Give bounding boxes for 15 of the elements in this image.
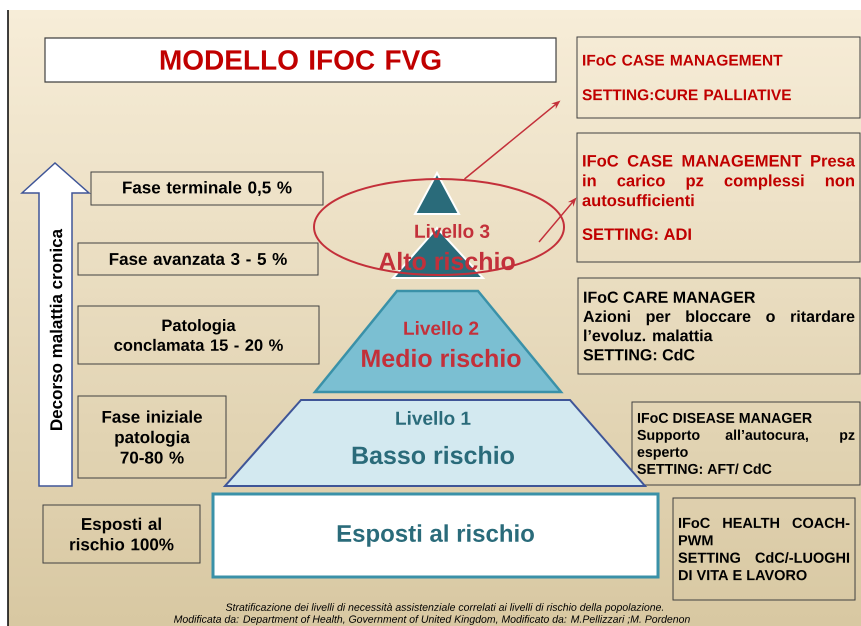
stage-box: Fase avanzata 3 - 5 % xyxy=(78,242,318,276)
stage-box: Esposti al rischio 100% xyxy=(42,504,200,564)
stage-box: Fase terminale 0,5 % xyxy=(90,172,324,206)
role-box: IFoC CASE MANAGEMENT SETTING:CURE PALLIATIVE xyxy=(576,36,860,118)
title-box: MODELLO IFOC FVG xyxy=(44,37,557,83)
role-box: IFoC CASE MANAGEMENT Presa in carico pz complessi non autosufficienti SETTING: ADI xyxy=(576,132,860,262)
axis-label: Decorso malattia cronica xyxy=(50,228,62,430)
role-box: IFoC DISEASE MANAGER Supporto all’autocura, pz esperto SETTING: AFT/ CdC xyxy=(632,402,860,486)
caption-text: Stratificazione dei livelli di necessità assistenziale correlati ai livelli di rischio della popolazione. xyxy=(226,603,664,613)
pyramid-base: Esposti al rischio xyxy=(212,492,660,578)
role-box: IFoC HEALTH COACH-PWM SETTING CdC/-LUOGHI DI VITA E LAVORO xyxy=(672,498,856,600)
stage-box: Patologia conclamata 15 - 20 % xyxy=(78,306,320,364)
stage-box: Fase iniziale patologia 70-80 % xyxy=(78,396,226,478)
source-text: Modificata da: Department of Health, Government of United Kingdom, Modificato da: M.Pellizzari ;M. Pordenon xyxy=(174,615,690,625)
role-box: IFoC CARE MANAGER Azioni per bloccare o ritardare l’evoluz. malattia SETTING: CdC xyxy=(578,278,860,374)
